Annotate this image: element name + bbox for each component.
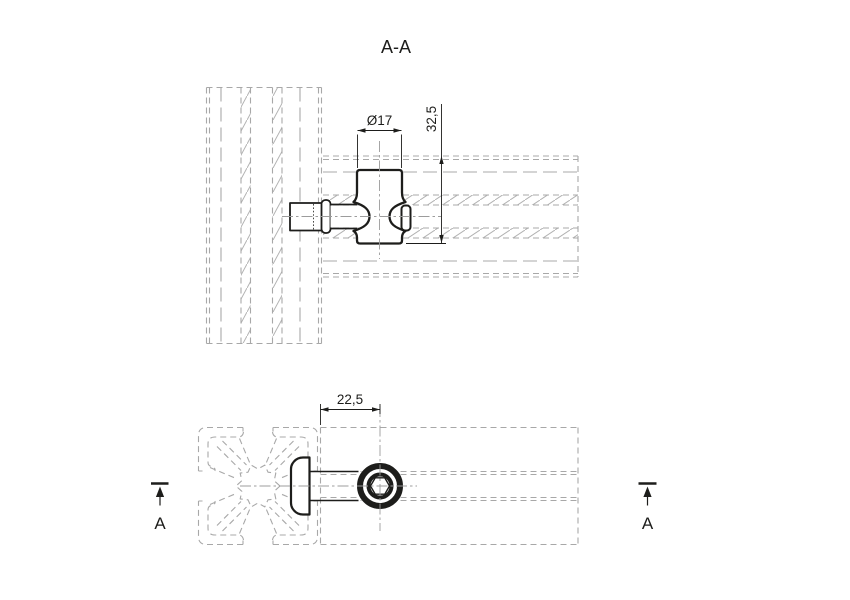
dimension-offset-label: 22,5 (337, 392, 363, 407)
cut-hatch-band (272, 88, 282, 343)
vertical-profile-section (205, 86, 323, 345)
cut-hatch-band (323, 195, 578, 205)
hex-socket-icon (369, 477, 391, 495)
arrowhead-left-icon (320, 407, 329, 412)
dimension-height: 32,5 (406, 104, 446, 244)
section-view-title: A-A (381, 37, 411, 57)
section-marker-right-label: A (642, 514, 654, 533)
dimension-offset: 22,5 (320, 392, 381, 425)
arrowhead-down-icon (439, 235, 444, 243)
section-arrow-right: A (638, 482, 657, 533)
section-arrowhead-icon (155, 486, 165, 497)
dimension-height-label: 32,5 (424, 106, 439, 132)
cut-hatch-band (323, 228, 578, 238)
profile-cross-section (197, 426, 319, 546)
arrowhead-left-icon (357, 128, 366, 133)
section-arrowhead-icon (643, 486, 652, 497)
arrowhead-right-icon (393, 128, 402, 133)
dimension-diameter-label: Ø17 (367, 113, 393, 128)
arrowhead-right-icon (372, 407, 380, 412)
dimension-diameter: Ø17 (357, 113, 402, 168)
cut-hatch-band (241, 88, 251, 343)
core-bore-scallop (235, 464, 281, 508)
arrowhead-up-icon (439, 156, 444, 164)
section-arrow-left: A (151, 482, 169, 533)
connector-pin-end (400, 204, 412, 232)
section-marker-left-label: A (154, 514, 166, 533)
